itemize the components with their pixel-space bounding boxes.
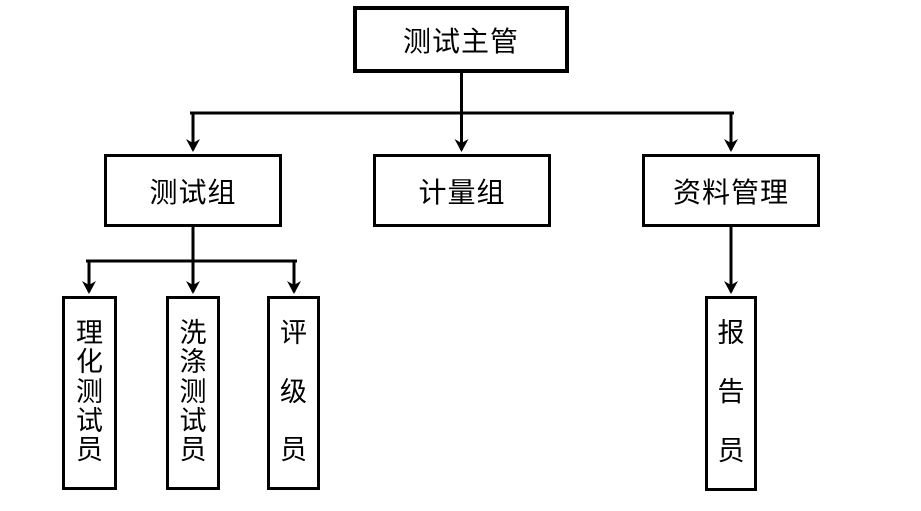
vertical-label-char: 报: [717, 318, 745, 348]
node-metrology-group-label: 计量组: [418, 176, 506, 208]
vertical-label-char: 员: [280, 435, 307, 465]
vertical-label-char: 评: [280, 318, 307, 348]
vertical-label-char: 告: [717, 377, 745, 407]
node-data-management-label: 资料管理: [672, 176, 789, 208]
node-test-group: 测试组: [104, 154, 282, 227]
vertical-label-char: 理: [76, 318, 103, 348]
vertical-label-char: 试: [179, 405, 207, 436]
node-test-group-label: 测试组: [149, 176, 237, 208]
node-washing-tester: 洗涤测试员: [166, 296, 220, 490]
vertical-label-char: 员: [179, 435, 207, 465]
vertical-label-char: 级: [280, 376, 307, 407]
node-physical-chemical-tester: 理化测试员: [62, 296, 117, 490]
vertical-label-char: 员: [76, 435, 103, 465]
vertical-label-char: 测: [76, 376, 103, 407]
node-metrology-group: 计量组: [373, 154, 551, 227]
node-grader: 评级员: [267, 296, 320, 490]
vertical-label-char: 涤: [179, 347, 207, 378]
vertical-label-char: 化: [76, 347, 103, 378]
vertical-label-char: 洗: [179, 318, 207, 348]
node-test-supervisor-label: 测试主管: [402, 25, 519, 57]
vertical-label-char: 试: [76, 405, 103, 436]
node-data-management: 资料管理: [642, 154, 820, 227]
vertical-label-char: 测: [179, 376, 207, 407]
vertical-label-char: 员: [717, 436, 745, 466]
node-test-supervisor: 测试主管: [353, 6, 569, 73]
node-reporter: 报告员: [705, 296, 757, 491]
